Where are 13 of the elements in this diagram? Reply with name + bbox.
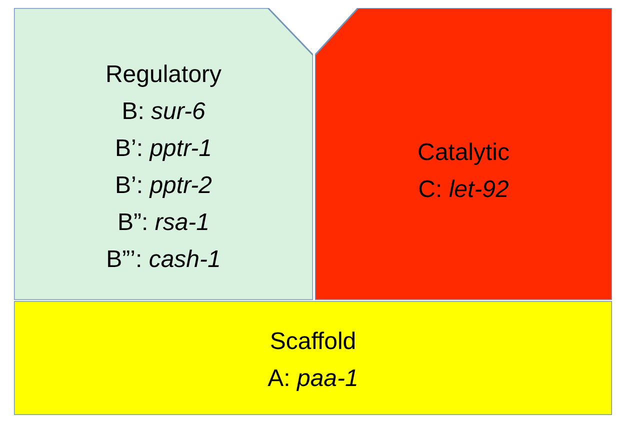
catalytic-panel: [315, 8, 612, 300]
subunit-heading: Scaffold: [270, 327, 356, 357]
regulatory-panel: [14, 8, 313, 300]
gene-label: C: let-92: [418, 175, 509, 205]
gene-label: B”’: cash-1: [106, 245, 221, 275]
gene-label: A: paa-1: [268, 364, 358, 394]
subunit-heading: Regulatory: [105, 60, 222, 90]
gene-label: B”: rsa-1: [117, 208, 210, 238]
gene-label: B’: pptr-2: [115, 171, 212, 201]
subunit-heading: Catalytic: [417, 138, 510, 168]
gene-label: B: sur-6: [122, 97, 206, 127]
gene-label: B’: pptr-1: [115, 134, 212, 164]
scaffold-panel: [14, 301, 612, 415]
